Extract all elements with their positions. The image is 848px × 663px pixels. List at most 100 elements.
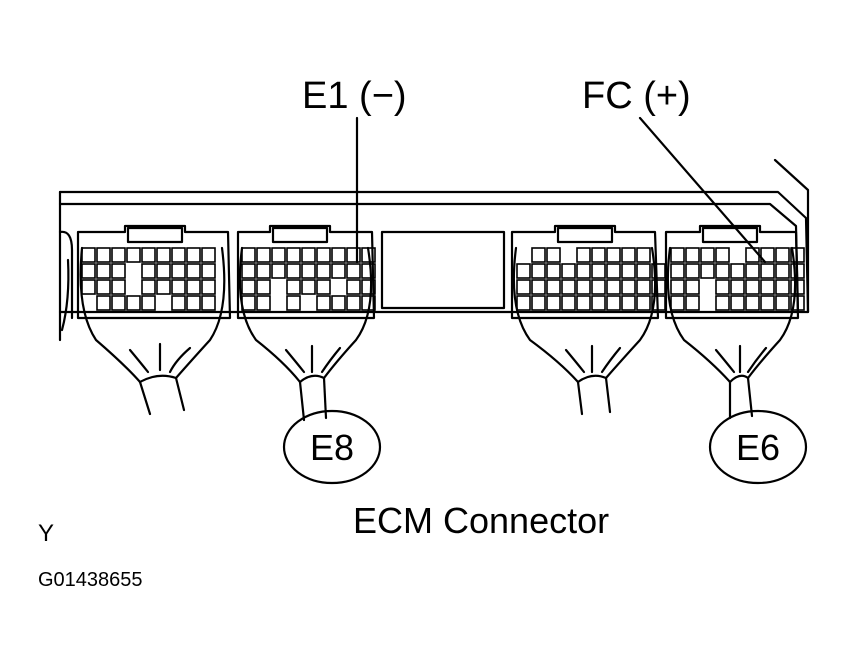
- label-e1-negative: E1 (−): [302, 75, 407, 117]
- figure-id: G01438655: [38, 569, 143, 591]
- pin-cavity: [361, 247, 376, 263]
- pin-cavity: [670, 247, 685, 263]
- pin-cavity: [286, 263, 301, 279]
- pin-cavity: [531, 295, 546, 311]
- pin-cavity: [201, 279, 216, 295]
- pin-cavity: [346, 247, 361, 263]
- pin-cavity: [670, 279, 685, 295]
- pin-cavity: [301, 263, 316, 279]
- pin-cavity: [760, 279, 775, 295]
- pin-cavity: [531, 279, 546, 295]
- pin-cavity: [201, 295, 216, 311]
- pin-cavity: [745, 295, 760, 311]
- pin-cavity: [331, 295, 346, 311]
- pin-cavity: [775, 263, 790, 279]
- pin-cavity: [96, 263, 111, 279]
- pin-cavity: [346, 263, 361, 279]
- pin-cavity: [730, 295, 745, 311]
- pin-cavity: [301, 279, 316, 295]
- pin-cavity: [156, 247, 171, 263]
- e8-callout-oval: [282, 409, 382, 485]
- pin-cavity: [201, 247, 216, 263]
- pin-cavity: [576, 247, 591, 263]
- pin-cavity: [256, 263, 271, 279]
- pin-cavity: [546, 295, 561, 311]
- pin-cavity: [331, 247, 346, 263]
- pin-cavity: [316, 295, 331, 311]
- caption-ecm-connector: ECM Connector: [353, 500, 609, 541]
- pin-cavity: [256, 295, 271, 311]
- connector-partial-left: [58, 230, 74, 332]
- pin-cavity: [256, 279, 271, 295]
- e6-callout-oval: [708, 409, 808, 485]
- pin-cavity: [790, 279, 805, 295]
- pin-cavity: [286, 247, 301, 263]
- pin-cavity: [745, 263, 760, 279]
- pin-cavity: [241, 263, 256, 279]
- pin-cavity: [271, 247, 286, 263]
- pin-cavity: [760, 263, 775, 279]
- pin-cavity: [621, 247, 636, 263]
- pin-cavity: [241, 295, 256, 311]
- pin-cavity: [81, 279, 96, 295]
- pin-cavity: [775, 279, 790, 295]
- pin-cavity: [651, 279, 666, 295]
- pin-cavity: [576, 279, 591, 295]
- pin-cavity: [111, 247, 126, 263]
- pin-cavity: [685, 279, 700, 295]
- pin-cavity: [301, 247, 316, 263]
- pin-cavity: [561, 279, 576, 295]
- pin-cavity: [591, 263, 606, 279]
- pin-cavity: [141, 295, 156, 311]
- pin-cavity: [126, 247, 141, 263]
- connector-e8: [236, 224, 376, 422]
- pin-cavity: [591, 279, 606, 295]
- pin-cavity: [636, 263, 651, 279]
- pin-cavity: [745, 247, 760, 263]
- pin-cavity: [730, 279, 745, 295]
- pin-cavity: [715, 247, 730, 263]
- pin-cavity: [621, 279, 636, 295]
- pin-cavity: [745, 279, 760, 295]
- pin-cavity: [606, 279, 621, 295]
- pin-cavity: [96, 247, 111, 263]
- pin-cavity: [346, 295, 361, 311]
- pin-cavity: [670, 295, 685, 311]
- pin-cavity: [760, 295, 775, 311]
- pin-cavity: [156, 263, 171, 279]
- pin-grids: [81, 247, 805, 311]
- label-fc-positive: FC (+): [582, 75, 691, 117]
- pin-cavity: [685, 295, 700, 311]
- pin-cavity: [775, 247, 790, 263]
- pin-cavity: [531, 247, 546, 263]
- pin-cavity: [700, 247, 715, 263]
- pin-cavity: [361, 295, 376, 311]
- pin-cavity: [591, 295, 606, 311]
- pin-cavity: [141, 279, 156, 295]
- pin-cavity: [636, 247, 651, 263]
- pin-cavity: [186, 295, 201, 311]
- pin-cavity: [606, 295, 621, 311]
- pin-cavity: [286, 295, 301, 311]
- pin-cavity: [670, 263, 685, 279]
- pin-cavity: [576, 295, 591, 311]
- pin-cavity: [81, 263, 96, 279]
- pin-cavity: [171, 279, 186, 295]
- pin-cavity: [561, 295, 576, 311]
- pin-cavity: [715, 263, 730, 279]
- connector-e6: [664, 224, 800, 420]
- pin-cavity: [111, 263, 126, 279]
- pin-cavity: [516, 279, 531, 295]
- pin-cavity: [651, 263, 666, 279]
- pin-cavity: [715, 279, 730, 295]
- pin-cavity: [361, 263, 376, 279]
- pin-cavity: [256, 247, 271, 263]
- pin-cavity: [126, 295, 141, 311]
- pin-cavity: [316, 263, 331, 279]
- pin-cavity: [685, 263, 700, 279]
- pin-cavity: [171, 247, 186, 263]
- pin-cavity: [606, 247, 621, 263]
- pin-cavity: [186, 247, 201, 263]
- pin-cavity: [171, 295, 186, 311]
- pin-cavity: [651, 295, 666, 311]
